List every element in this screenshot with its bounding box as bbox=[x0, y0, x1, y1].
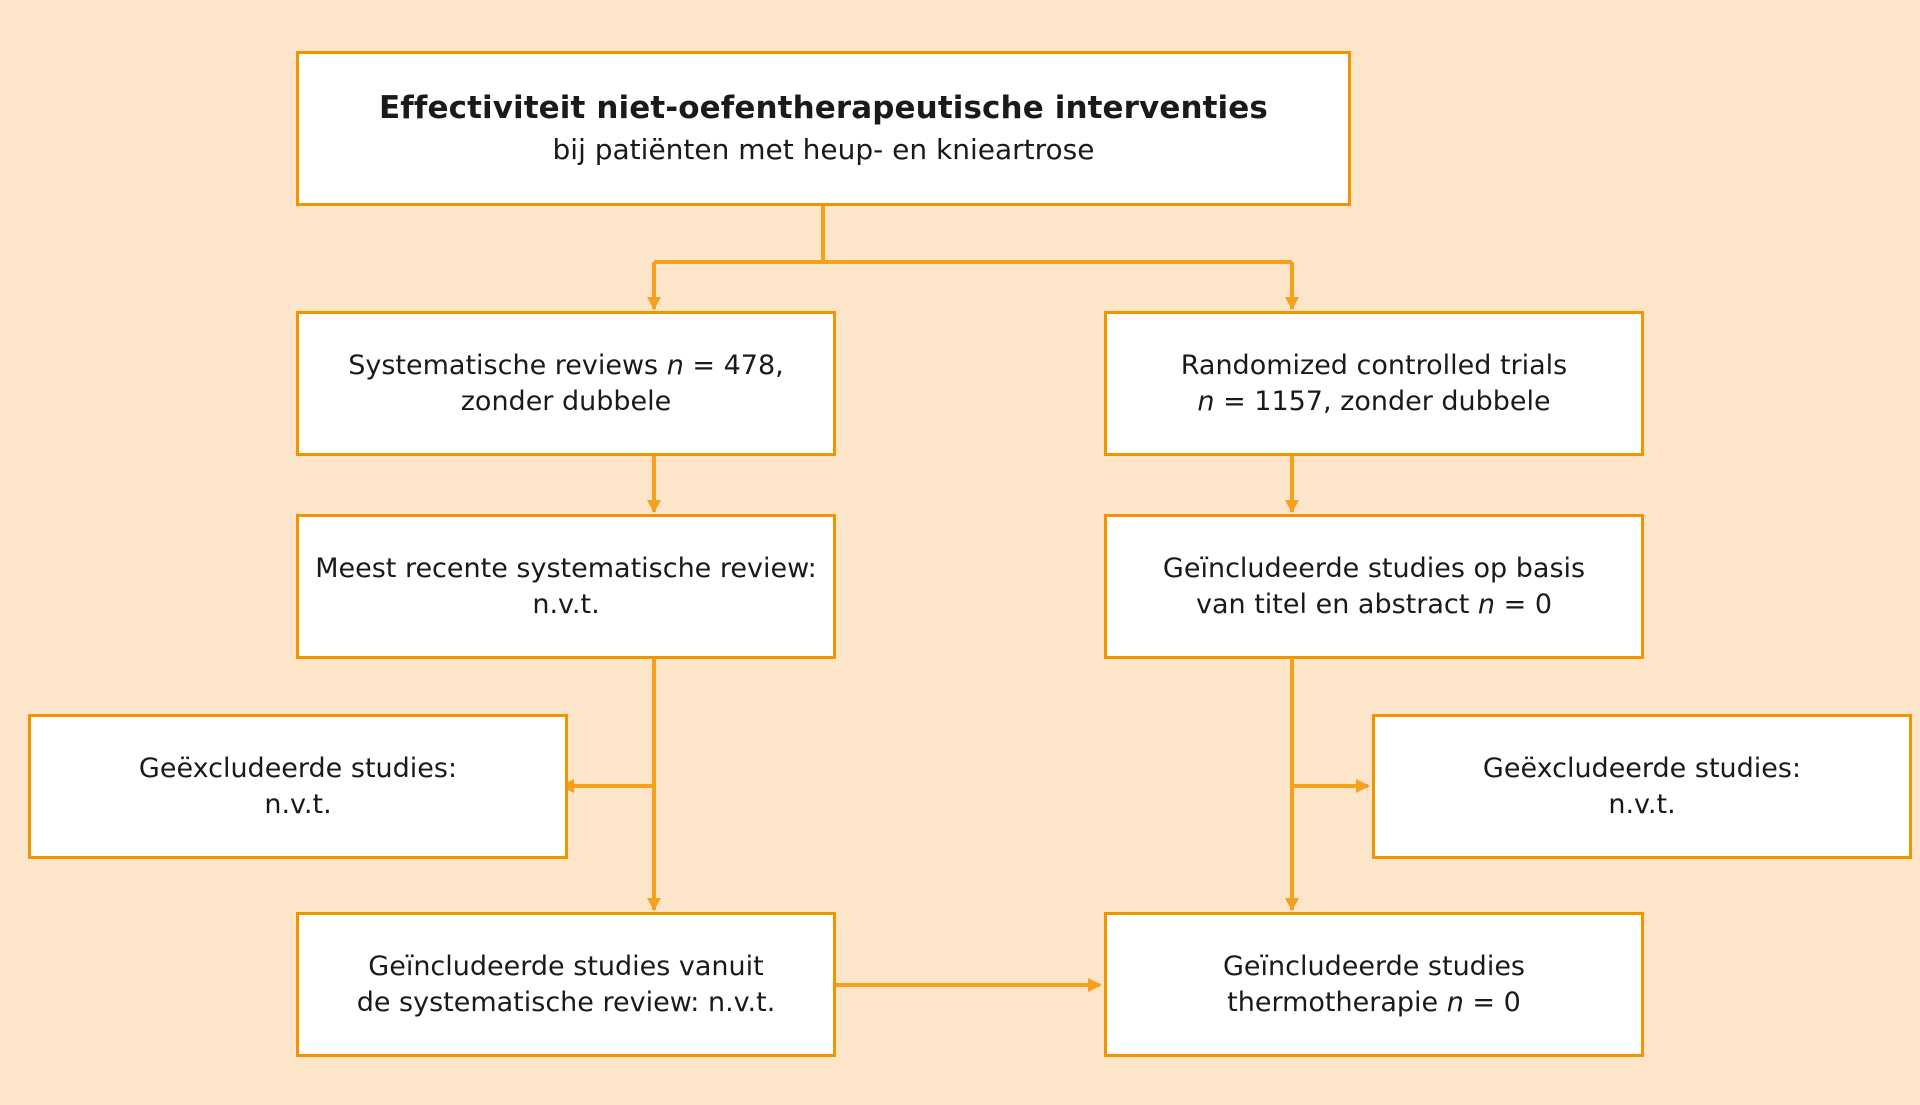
node-excluded-left-line-1: Geëxcludeerde studies: bbox=[138, 753, 458, 785]
node-systematic-reviews-line-1: Systematische reviews n = 478, bbox=[348, 348, 784, 383]
node-included-thermotherapy-line-1: Geïncludeerde studies bbox=[1222, 951, 1525, 983]
node-randomized-trials-line-2: n = 1157, zonder dubbele bbox=[1197, 384, 1550, 419]
node-included-title-abstract-line-2: van titel en abstract n = 0 bbox=[1196, 587, 1552, 622]
node-excluded-left-line-2: n.v.t. bbox=[264, 788, 332, 820]
node-root-title: Effectiviteit niet-oefentherapeutische i… bbox=[379, 90, 1268, 127]
node-included-title-abstract[interactable]: Geïncludeerde studies op basis van titel… bbox=[1104, 514, 1644, 659]
variable-n: n bbox=[1446, 986, 1464, 1018]
node-included-thermotherapy[interactable]: Geïncludeerde studies thermotherapie n =… bbox=[1104, 912, 1644, 1057]
variable-n: n bbox=[1197, 385, 1215, 417]
node-root[interactable]: Effectiviteit niet-oefentherapeutische i… bbox=[296, 51, 1351, 206]
node-excluded-right-line-1: Geëxcludeerde studies: bbox=[1482, 753, 1802, 785]
node-included-from-review[interactable]: Geïncludeerde studies vanuit de systemat… bbox=[296, 912, 836, 1057]
node-most-recent-review-line-1: Meest recente systematische review: bbox=[315, 553, 817, 585]
node-included-from-review-line-2: de systematische review: n.v.t. bbox=[356, 986, 776, 1018]
node-included-thermotherapy-line-2: thermotherapie n = 0 bbox=[1227, 985, 1521, 1020]
text-fragment: = 478, bbox=[683, 350, 784, 382]
node-included-title-abstract-line-1: Geïncludeerde studies op basis bbox=[1162, 553, 1586, 585]
text-fragment: Systematische reviews bbox=[348, 350, 667, 382]
variable-n: n bbox=[666, 350, 684, 382]
node-randomized-trials[interactable]: Randomized controlled trials n = 1157, z… bbox=[1104, 311, 1644, 456]
node-excluded-right-line-2: n.v.t. bbox=[1608, 788, 1676, 820]
node-excluded-right[interactable]: Geëxcludeerde studies: n.v.t. bbox=[1372, 714, 1912, 859]
node-most-recent-review-line-2: n.v.t. bbox=[532, 588, 600, 620]
node-systematic-reviews-line-2: zonder dubbele bbox=[460, 385, 672, 417]
text-fragment: = 0 bbox=[1495, 588, 1552, 620]
text-fragment: thermotherapie bbox=[1227, 986, 1447, 1018]
text-fragment: van titel en abstract bbox=[1196, 588, 1478, 620]
node-included-from-review-line-1: Geïncludeerde studies vanuit bbox=[368, 951, 764, 983]
variable-n: n bbox=[1477, 588, 1496, 620]
node-most-recent-review[interactable]: Meest recente systematische review: n.v.… bbox=[296, 514, 836, 659]
text-fragment: = 0 bbox=[1463, 986, 1521, 1018]
node-root-subtitle: bij patiënten met heup- en knieartrose bbox=[552, 133, 1095, 167]
node-systematic-reviews[interactable]: Systematische reviews n = 478, zonder du… bbox=[296, 311, 836, 456]
node-randomized-trials-line-1: Randomized controlled trials bbox=[1180, 350, 1568, 382]
node-excluded-left[interactable]: Geëxcludeerde studies: n.v.t. bbox=[28, 714, 568, 859]
text-fragment: = 1157, zonder dubbele bbox=[1214, 385, 1551, 417]
